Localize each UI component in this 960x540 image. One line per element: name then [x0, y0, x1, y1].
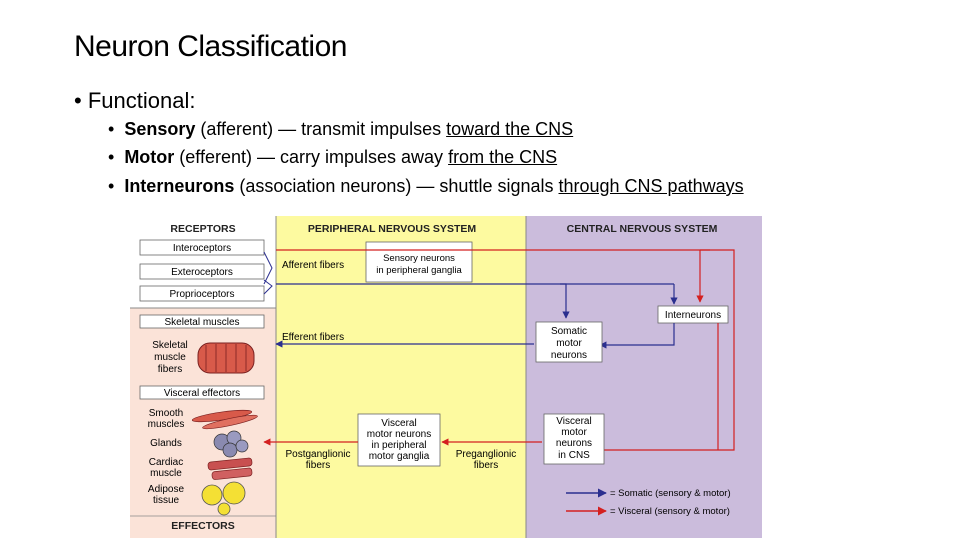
visceral-motor-cns-line4: in CNS [558, 450, 590, 461]
preganglionic-line1: Preganglionic [456, 449, 517, 460]
slide-title: Neuron Classification [74, 30, 347, 63]
adipose-tissue-icon [201, 481, 246, 516]
visceral-motor-cns-line1: Visceral [556, 416, 591, 427]
efferent-fibers-label: Efferent fibers [282, 332, 344, 343]
visceral-motor-pns-line3: in peripheral [371, 440, 426, 451]
visceral-item-adipose-2: tissue [153, 495, 180, 506]
interneurons-box [657, 305, 729, 324]
postganglionic-line1: Postganglionic [285, 449, 350, 460]
preganglionic-line2: fibers [474, 460, 498, 471]
visceral-item-glands: Glands [150, 438, 182, 449]
skeletal-fibers-line1: Skeletal [152, 340, 188, 351]
somatic-motor-line1: Somatic [551, 326, 587, 337]
legend-somatic: = Somatic (sensory & motor) [610, 488, 731, 499]
bullet-interneurons-underline: through CNS pathways [558, 176, 744, 196]
receptor-exteroceptors: Exteroceptors [171, 267, 233, 278]
visceral-effectors-header: Visceral effectors [164, 388, 240, 399]
somatic-motor-line2: motor [556, 338, 582, 349]
gland-icon [213, 430, 249, 458]
bullet-motor-term: Motor [124, 147, 175, 167]
smooth-muscle-icon [191, 409, 258, 430]
visceral-motor-cns-box [543, 413, 605, 465]
cns-header: CENTRAL NERVOUS SYSTEM [567, 223, 718, 235]
sensory-neurons-line1: Sensory neurons [383, 253, 455, 264]
bullet-sensory-underline: toward the CNS [446, 119, 574, 139]
bullet-motor-underline: from the CNS [448, 147, 558, 167]
receptor-interoceptors-box [139, 239, 265, 256]
skeletal-muscles-header: Skeletal muscles [164, 317, 239, 328]
skeletal-muscles-box [139, 314, 265, 329]
skeletal-fibers-line2: muscle [154, 352, 186, 363]
receptor-proprioceptors: Proprioceptors [169, 289, 234, 300]
visceral-effectors-box [139, 385, 265, 400]
afferent-fibers-label: Afferent fibers [282, 260, 344, 271]
bullet-motor-text: (efferent) — carry impulses away [174, 147, 449, 167]
bullet-interneurons-term: Interneurons [124, 176, 235, 196]
skeletal-fibers-line3: fibers [158, 364, 182, 375]
receptors-header: RECEPTORS [170, 223, 235, 235]
bullet-sensory-term: Sensory [124, 119, 196, 139]
visceral-motor-pns-box [357, 413, 441, 467]
visceral-item-smooth-1: Smooth [149, 408, 183, 419]
bullet-sensory: •Sensory (afferent) — transmit impulses … [108, 119, 574, 139]
cardiac-muscle-icon [207, 457, 253, 480]
visceral-motor-pns-line2: motor neurons [367, 429, 431, 440]
sensory-neurons-box [365, 241, 473, 283]
visceral-motor-pns-line4: motor ganglia [369, 451, 430, 462]
bullet-functional: • Functional: [74, 88, 196, 113]
visceral-motor-pns-line1: Visceral [381, 418, 416, 429]
somatic-motor-line3: neurons [551, 350, 587, 361]
legend-visceral: = Visceral (sensory & motor) [610, 506, 730, 517]
pns-header: PERIPHERAL NERVOUS SYSTEM [308, 223, 476, 235]
visceral-motor-cns-line3: neurons [556, 438, 592, 449]
bullet-motor: •Motor (efferent) — carry impulses away … [108, 147, 558, 167]
bullet-functional-label: Functional: [87, 88, 196, 113]
bullet-interneurons: •Interneurons (association neurons) — sh… [108, 176, 744, 196]
visceral-item-adipose-1: Adipose [148, 484, 185, 495]
visceral-item-smooth-2: muscles [148, 419, 185, 430]
bullet-sensory-text: (afferent) — transmit impulses [195, 119, 447, 139]
receptor-interoceptors: Interoceptors [173, 243, 231, 254]
effectors-header: EFFECTORS [171, 520, 234, 532]
postganglionic-line2: fibers [306, 460, 330, 471]
sensory-neurons-line2: in peripheral ganglia [376, 265, 462, 276]
skeletal-muscle-fiber-icon [197, 342, 255, 374]
receptor-exteroceptors-box [139, 263, 265, 280]
interneurons-label: Interneurons [665, 310, 721, 321]
somatic-motor-box [535, 321, 603, 363]
visceral-item-cardiac-2: muscle [150, 468, 182, 479]
visceral-item-cardiac-1: Cardiac [149, 457, 183, 468]
visceral-motor-cns-line2: motor [561, 427, 587, 438]
cns-panel [526, 216, 762, 538]
bullet-interneurons-text: (association neurons) — shuttle signals [234, 176, 559, 196]
nervous-system-diagram: RECEPTORS PERIPHERAL NERVOUS SYSTEM CENT… [130, 216, 762, 538]
